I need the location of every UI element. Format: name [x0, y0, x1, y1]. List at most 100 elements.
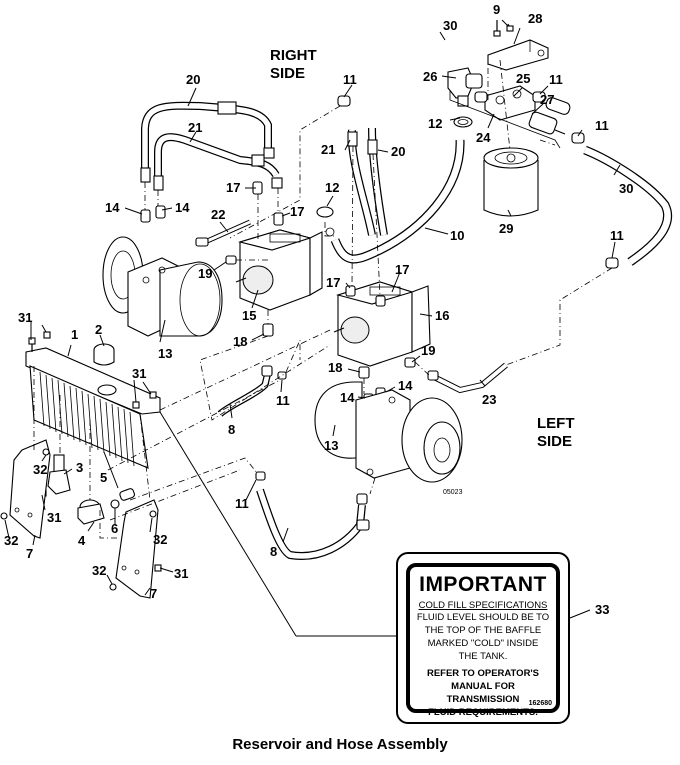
- callout-8-lower: 8: [270, 544, 277, 559]
- cap-2: [93, 343, 115, 366]
- hose-20-center: [367, 127, 388, 236]
- hose-30-lower: [583, 145, 672, 266]
- fitting-19-lower: [404, 357, 416, 368]
- callout-8-upper: 8: [228, 422, 235, 437]
- nut-32-c: [149, 510, 157, 518]
- clamp-11-top-left: [337, 95, 351, 107]
- decal-bold-line: FLUID REQUIREMENTS.: [428, 707, 538, 718]
- fitting-14-upper-a: [140, 209, 151, 223]
- bracket-7-left: [9, 439, 51, 539]
- fitting-27: [528, 97, 571, 135]
- callout-7-left: 7: [26, 546, 33, 561]
- callout-7-right: 7: [150, 586, 157, 601]
- callout-23: 23: [482, 392, 496, 407]
- decal-code: 162680: [528, 700, 552, 707]
- decal-bold-line: MANUAL FOR TRANSMISSION: [446, 681, 520, 705]
- callout-14-lower-a: 14: [340, 390, 355, 405]
- callout-31-d: 31: [174, 566, 188, 581]
- callout-31-b: 31: [132, 366, 146, 381]
- callout-32-c: 32: [153, 532, 167, 547]
- callout-19-upper: 19: [198, 266, 212, 281]
- callout-15: 15: [242, 308, 256, 323]
- callout-17-lower-a: 17: [326, 275, 340, 290]
- filter-29: [483, 147, 539, 217]
- callout-30-lower: 30: [619, 181, 633, 196]
- callout-18-lower: 18: [328, 360, 342, 375]
- callout-leaders: [4, 19, 621, 596]
- callout-31-c: 31: [47, 510, 61, 525]
- callout-24: 24: [476, 130, 491, 145]
- callout-4: 4: [78, 533, 86, 548]
- bracket-28: [487, 39, 549, 71]
- callout-10: 10: [450, 228, 464, 243]
- callout-17-upper-b: 17: [290, 204, 304, 219]
- elbow-fitting-26: [447, 67, 483, 107]
- hose-30-upper: [353, 36, 495, 105]
- decal-leader-a: [159, 411, 297, 637]
- callout-3: 3: [76, 460, 83, 475]
- filter-head-25: [474, 85, 536, 121]
- filter-bracket-line-24: [449, 90, 561, 149]
- nut-32-d: [109, 583, 117, 591]
- hose-21-left: [153, 133, 283, 191]
- fitting-6: [110, 499, 120, 509]
- callout-13-upper: 13: [158, 346, 172, 361]
- drawing-number: 05023: [443, 489, 463, 496]
- right-side-label-line1: RIGHT: [270, 47, 317, 64]
- fitting-18-lower: [358, 366, 370, 379]
- fitting-5: [119, 488, 135, 501]
- callout-28: 28: [528, 11, 542, 26]
- decal-leader-33: [569, 609, 591, 619]
- bracket-7-right: [115, 499, 159, 599]
- decal-subtitle: COLD FILL SPECIFICATIONS: [418, 600, 548, 611]
- callout-27: 27: [540, 92, 554, 107]
- callout-9: 9: [493, 2, 500, 17]
- alignment-lines: [33, 56, 613, 539]
- callout-17-upper-a: 17: [226, 180, 240, 195]
- callout-14-lower-b: 14: [398, 378, 413, 393]
- bolt-31-c: [132, 401, 140, 409]
- callout-33: 33: [595, 602, 609, 617]
- clamp-11-lower-right: [605, 257, 619, 269]
- callout-14-upper-a: 14: [105, 200, 120, 215]
- right-side-label-line2: SIDE: [270, 65, 305, 82]
- callout-32-b: 32: [4, 533, 18, 548]
- tube-23: [427, 362, 508, 394]
- hose-8-lower: [256, 488, 370, 560]
- switch-3: [47, 454, 71, 495]
- callout-17-lower-b: 17: [395, 262, 409, 277]
- callout-6: 6: [111, 521, 118, 536]
- decal-inner-border: IMPORTANT COLD FILL SPECIFICATIONS FLUID…: [406, 563, 560, 718]
- clamp-11-lower: [255, 471, 266, 481]
- decal-line: FLUID LEVEL SHOULD BE TO: [416, 612, 550, 623]
- callout-20-left: 20: [186, 72, 200, 87]
- clamp-11-right-end: [571, 132, 585, 144]
- callout-18-upper: 18: [233, 334, 247, 349]
- callout-12-upper: 12: [428, 116, 442, 131]
- clamp-12-upper: [453, 116, 473, 128]
- left-side-label-line1: LEFT: [537, 415, 575, 432]
- callout-5: 5: [100, 470, 107, 485]
- callout-11-mid: 11: [276, 393, 290, 408]
- callout-20-center: 20: [391, 144, 405, 159]
- callouts: 1 2 3 4 5 6 7 7 8 8 9 10 11 11 11 11 11 …: [4, 2, 633, 617]
- fitting-17-lower-b: [375, 295, 386, 307]
- pump-15: [235, 229, 323, 311]
- clamp-11-top-right: [532, 91, 546, 103]
- clamp-12-center: [316, 206, 335, 237]
- callout-16: 16: [435, 308, 449, 323]
- figure-caption: Reservoir and Hose Assembly: [232, 736, 448, 753]
- callout-11-top-left: 11: [343, 72, 357, 87]
- callout-11-right-end: 11: [595, 118, 609, 133]
- callout-32-a: 32: [33, 462, 47, 477]
- valve-4: [77, 499, 105, 525]
- bolt-31-a: [28, 337, 36, 352]
- callout-11-lower: 11: [235, 496, 249, 511]
- callout-31-a: 31: [18, 310, 32, 325]
- fitting-17-lower-a: [345, 285, 356, 297]
- fitting-18-upper: [262, 323, 274, 337]
- callout-32-d: 32: [92, 563, 106, 578]
- decal-title: IMPORTANT: [419, 573, 547, 596]
- hose-20-left: [140, 101, 275, 183]
